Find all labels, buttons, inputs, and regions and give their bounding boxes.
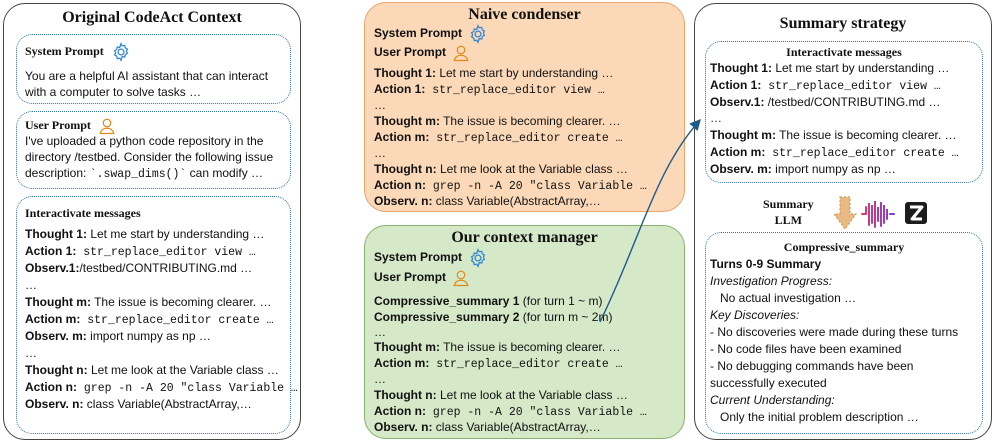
down-arrow-icon — [833, 196, 857, 230]
llm-logo — [905, 202, 927, 224]
observ-n-line: Observ. n: class Variable(AbstractArray,… — [374, 420, 601, 434]
system-prompt-label: System Prompt — [374, 24, 488, 44]
naive-condenser-panel: Naive condenser System Prompt User Promp… — [364, 2, 685, 212]
thought-1-line: Thought 1: Let me start by understanding… — [25, 227, 265, 241]
system-prompt-text-2: with a computer to solve tasks … — [25, 85, 202, 99]
ellipsis: … — [710, 111, 722, 125]
action-1-line: Action 1: str_replace_editor view … — [710, 78, 941, 93]
key-discoveries-label: Key Discoveries: — [710, 308, 800, 322]
person-icon — [453, 270, 469, 287]
interactive-messages-box: Interactivate messages Thought 1: Let me… — [705, 41, 983, 183]
thought-n-line: Thought n: Let me look at the Variable c… — [374, 162, 628, 176]
thought-m-line: Thought m: The issue is becoming clearer… — [374, 340, 621, 354]
z-logo-icon — [910, 205, 924, 221]
ellipsis: … — [374, 98, 386, 112]
user-prompt-text-3: description: `.swap_dims()` can modify … — [25, 166, 264, 181]
observ-n-line: Observ. n: class Variable(AbstractArray,… — [25, 397, 252, 411]
messages-title: Interactivate messages — [25, 206, 141, 220]
system-prompt-box: System Prompt You are a helpful AI assis… — [16, 34, 291, 104]
action-n-line: Action n: grep -n -A 20 "class Variable … — [374, 404, 647, 419]
ellipsis: … — [374, 146, 386, 160]
investigation-progress-label: Investigation Progress: — [710, 274, 833, 288]
discovery-2: - No code files have been examined — [710, 342, 902, 356]
person-icon — [99, 118, 115, 135]
thought-m-line: Thought m: The issue is becoming clearer… — [25, 295, 272, 309]
thought-m-line: Thought m: The issue is becoming clearer… — [710, 128, 957, 142]
thought-n-line: Thought n: Let me look at the Variable c… — [374, 388, 628, 402]
original-codeact-panel: Original CodeAct Context System Prompt Y… — [3, 3, 301, 440]
action-1-line: Action 1: str_replace_editor view … — [25, 244, 256, 259]
current-understanding-label: Current Understanding: — [710, 393, 835, 407]
discovery-3: - No debugging commands have been — [710, 359, 914, 373]
gear-icon — [471, 248, 486, 268]
compressive-summary-1-line: Compressive_summary 1 (for turn 1 ~ m) — [374, 294, 603, 308]
discovery-1: - No discoveries were made during these … — [710, 325, 959, 339]
gear-icon — [471, 24, 486, 44]
system-prompt-label: System Prompt — [374, 248, 488, 268]
user-prompt-label: User Prompt — [374, 44, 470, 62]
our-context-manager-panel: Our context manager System Prompt User P… — [364, 225, 685, 439]
action-m-line: Action m: str_replace_editor create … — [374, 356, 623, 371]
ellipsis: … — [25, 346, 37, 360]
system-prompt-text-1: You are a helpful AI assistant that can … — [25, 69, 269, 83]
observ-m-line: Observ. m: import numpy as np … — [710, 162, 896, 176]
action-m-line: Action m: str_replace_editor create … — [25, 312, 274, 327]
thought-m-line: Thought m: The issue is becoming clearer… — [374, 114, 621, 128]
action-m-line: Action m: str_replace_editor create … — [710, 145, 959, 160]
summary-strategy-panel: Summary strategy Interactivate messages … — [694, 3, 992, 440]
summary-llm-label: Summary LLM — [763, 197, 814, 227]
interactive-messages-box: Interactivate messages Thought 1: Let me… — [16, 196, 298, 434]
observ-1-line: Observ.1:/testbed/CONTRIBUTING.md … — [25, 261, 253, 275]
user-prompt-box: User Prompt I've uploaded a python code … — [16, 111, 291, 189]
compressive-summary-box: Compressive_summary Turns 0-9 Summary In… — [705, 232, 983, 434]
waveform-icon — [861, 201, 895, 228]
person-icon — [453, 45, 469, 62]
user-prompt-text-2: directory /testbed. Consider the followi… — [25, 150, 274, 164]
ellipsis: … — [374, 325, 386, 339]
action-1-line: Action 1: str_replace_editor view … — [374, 82, 605, 97]
thought-1-line: Thought 1: Let me start by understanding… — [710, 61, 950, 75]
thought-n-line: Thought n: Let me look at the Variable c… — [25, 363, 279, 377]
ellipsis: … — [374, 372, 386, 386]
messages-title: Interactivate messages — [786, 45, 902, 59]
summary-title: Compressive_summary — [783, 240, 905, 254]
ellipsis: … — [25, 278, 37, 292]
gear-icon — [113, 42, 129, 62]
panel-title: Our context manager — [451, 229, 598, 246]
observ-1-line: Observ.1: /testbed/CONTRIBUTING.md … — [710, 95, 941, 109]
observ-n-line: Observ. n: class Variable(AbstractArray,… — [374, 194, 601, 208]
current-understanding-text: Only the initial problem description … — [720, 410, 919, 424]
panel-title: Naive condenser — [468, 6, 581, 23]
action-n-line: Action n: grep -n -A 20 "class Variable … — [25, 380, 298, 395]
action-m-line: Action m: str_replace_editor create … — [374, 130, 623, 145]
investigation-text: No actual investigation … — [720, 291, 857, 305]
system-prompt-label: System Prompt — [25, 42, 131, 62]
summary-heading: Turns 0-9 Summary — [710, 257, 822, 271]
compressive-summary-2-line: Compressive_summary 2 (for turn m ~ 2m) — [374, 310, 613, 324]
panel-title: Original CodeAct Context — [62, 9, 242, 26]
action-n-line: Action n: grep -n -A 20 "class Variable … — [374, 178, 647, 193]
user-prompt-label: User Prompt — [374, 269, 470, 287]
user-prompt-text-1: I've uploaded a python code repository i… — [25, 134, 264, 148]
discovery-3-cont: successfully executed — [710, 376, 827, 390]
user-prompt-label: User Prompt — [25, 117, 116, 135]
observ-m-line: Observ. m: import numpy as np … — [25, 329, 211, 343]
panel-title: Summary strategy — [779, 15, 907, 32]
thought-1-line: Thought 1: Let me start by understanding… — [374, 66, 614, 80]
